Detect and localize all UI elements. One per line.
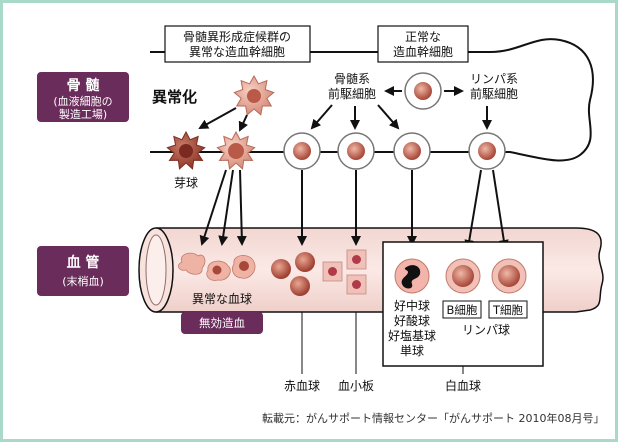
bone-marrow-subtitle-2: 製造工場) (59, 107, 107, 121)
neutrophil-cell (394, 258, 430, 294)
platelets (322, 249, 367, 295)
lymphoid-progenitor-label-1: リンパ系 (470, 72, 518, 86)
myeloid-progenitor-label-2: 前駆細胞 (328, 86, 376, 101)
b-cell-box (442, 300, 482, 319)
progenitor-cell-3 (393, 132, 431, 170)
abnormal-label: 異常化 (152, 88, 197, 106)
leader-lines (301, 312, 464, 374)
mds-stem-cell-label-2: 異常な造血幹細胞 (189, 44, 285, 59)
abnormal-stem-cell (233, 74, 275, 116)
eosinophil-label: 好酸球 (394, 313, 430, 328)
blood-vessel-title: 血 管 (67, 254, 100, 271)
wbc-label: 白血球 (445, 378, 481, 393)
bone-marrow-outline (150, 38, 594, 162)
myeloid-progenitor-label-1: 骨髄系 (334, 71, 370, 86)
normal-stem-cell (404, 72, 442, 110)
blast-label: 芽球 (174, 176, 198, 190)
blood-vessel-subtitle: (末梢血) (62, 274, 104, 288)
ineffective-label: 無効造血 (199, 316, 245, 330)
ineffective-badge (181, 312, 263, 334)
source-credit: 転載元：がんサポート情報センター「がんサポート 2010年08月号」 (262, 411, 605, 425)
platelet-label: 血小板 (338, 379, 374, 393)
normal-stem-cell-box (377, 25, 469, 63)
bone-marrow-subtitle-1: (血液細胞の (53, 94, 112, 108)
normal-stem-cell-label-2: 造血幹細胞 (393, 44, 453, 59)
bone-marrow-title: 骨 髄 (67, 77, 101, 94)
lymphoid-progenitor-label-2: 前駆細胞 (470, 86, 518, 101)
progenitor-cell-4 (468, 132, 506, 170)
blast-cell-1 (166, 130, 206, 170)
red-blood-cells (271, 252, 315, 296)
t-cell-box (488, 300, 528, 319)
mds-stem-cell-box (164, 25, 311, 63)
b-cell-label: B細胞 (447, 303, 478, 317)
normal-stem-cell-label-1: 正常な (405, 30, 441, 44)
vessel-arrows (199, 169, 509, 250)
bone-marrow-badge (37, 72, 129, 122)
b-cell (445, 258, 481, 294)
blast-cell-2 (216, 130, 256, 170)
mds-stem-cell-label-1: 骨髄異形成症候群の (183, 29, 291, 44)
neutrophil-label: 好中球 (394, 298, 430, 313)
abnormal-blood-label: 異常な血球 (192, 292, 252, 306)
basophil-label: 好塩基球 (388, 328, 436, 343)
t-cell (491, 258, 527, 294)
monocyte-label: 単球 (400, 344, 424, 358)
rbc-label: 赤血球 (284, 379, 320, 393)
lymphocyte-label: リンパ球 (462, 323, 510, 337)
abnormal-blood-cells (178, 252, 256, 281)
stem-cell-arrows (198, 86, 492, 132)
t-cell-label: T細胞 (492, 303, 524, 317)
blood-vessel-badge (37, 246, 129, 296)
progenitor-cell-2 (337, 132, 375, 170)
progenitor-cell-1 (283, 132, 321, 170)
